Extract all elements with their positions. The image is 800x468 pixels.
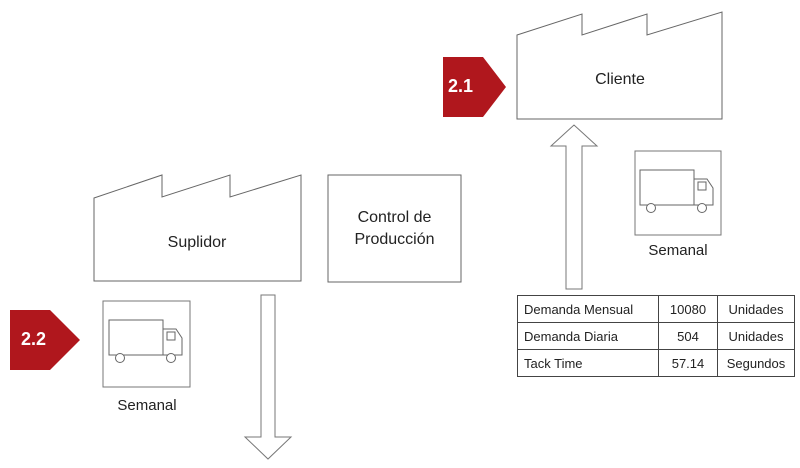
metric-value: 10080 (658, 295, 718, 323)
truck-icon (108, 319, 183, 363)
table-row: Demanda Diaria 504 Unidades (517, 322, 795, 350)
metric-label: Demanda Diaria (517, 322, 659, 350)
demand-table: Demanda Mensual 10080 Unidades Demanda D… (517, 295, 795, 377)
metric-unit: Segundos (717, 349, 795, 377)
suplidor-frequency-label: Semanal (117, 397, 177, 414)
badge-2-2 (10, 310, 80, 370)
metric-label: Tack Time (517, 349, 659, 377)
suplidor-factory-icon (93, 174, 302, 282)
cliente-factory-icon (516, 11, 723, 120)
control-label-line1: Control de (357, 209, 432, 226)
shipment-up-arrow-icon (549, 124, 599, 290)
cliente-truck-box (634, 150, 722, 236)
metric-unit: Unidades (717, 322, 795, 350)
metric-unit: Unidades (717, 295, 795, 323)
badge-2-1-label: 2.1 (448, 76, 474, 96)
cliente-frequency-label: Semanal (648, 242, 708, 259)
metric-value: 57.14 (658, 349, 718, 377)
table-row: Demanda Mensual 10080 Unidades (517, 295, 795, 323)
badge-2-1 (443, 57, 506, 117)
suplidor-truck-box (102, 300, 191, 388)
suplidor-label: Suplidor (167, 234, 227, 251)
metric-label: Demanda Mensual (517, 295, 659, 323)
truck-icon (639, 169, 714, 213)
cliente-label: Cliente (595, 71, 645, 88)
control-label-line2: Producción (354, 231, 435, 248)
supply-down-arrow-icon (243, 294, 293, 460)
metric-value: 504 (658, 322, 718, 350)
control-box (327, 174, 462, 283)
badge-2-2-label: 2.2 (21, 329, 47, 349)
table-row: Tack Time 57.14 Segundos (517, 349, 795, 377)
